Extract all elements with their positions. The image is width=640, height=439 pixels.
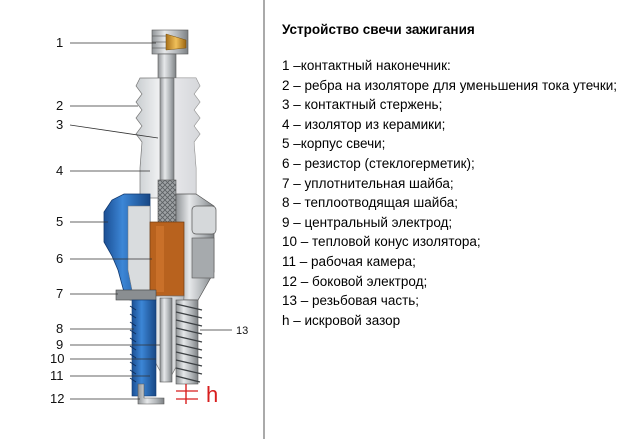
- legend-item: 11 – рабочая камера;: [282, 253, 416, 269]
- legend-item: 5 –корпус свечи;: [282, 136, 386, 152]
- spark-plug-diagram: 1 2 3 4 5 6 7 8 9 10 11 12 13 h: [0, 0, 268, 439]
- callout-4: 4: [56, 163, 64, 178]
- legend-item: 4 – изолятор из керамики;: [282, 116, 446, 132]
- legend-item: 7 – уплотнительная шайба;: [282, 175, 454, 191]
- terminal-tip: [151, 29, 189, 79]
- callout-6: 6: [56, 251, 64, 266]
- threaded-part-left: [129, 299, 157, 397]
- legend-item: 1 –контактный наконечник:: [282, 58, 451, 73]
- legend-item: 12 – боковой электрод;: [282, 273, 428, 289]
- legend-item: 6 – резистор (стеклогерметик);: [282, 155, 475, 171]
- callout-3: 3: [56, 117, 64, 132]
- callout-7: 7: [56, 286, 64, 301]
- rod-knurl: [157, 179, 177, 223]
- legend-title: Устройство свечи зажигания: [282, 22, 475, 37]
- legend-item: 8 – теплоотводящая шайба;: [282, 195, 458, 211]
- legend-item: 10 – тепловой конус изолятора;: [282, 234, 481, 250]
- callout-1: 1: [56, 35, 64, 50]
- spark-plug-illustration: [69, 0, 265, 439]
- legend-item: 9 – центральный электрод;: [282, 214, 453, 230]
- callout-2: 2: [56, 98, 64, 113]
- threaded-part: [175, 299, 203, 385]
- callout-13: 13: [236, 325, 249, 337]
- plug-body: [103, 193, 217, 301]
- legend-item: h – искровой зазор: [282, 312, 401, 328]
- legend-panel: Устройство свечи зажигания 1 –контактный…: [282, 22, 632, 330]
- spark-gap-marker: [176, 384, 198, 404]
- side-electrode: [137, 383, 165, 405]
- callout-12: 12: [50, 391, 65, 406]
- callout-9: 9: [56, 337, 64, 352]
- callout-5: 5: [56, 214, 64, 229]
- center-electrode: [159, 297, 173, 383]
- legend-item: 2 – ребра на изоляторе для уменьшения то…: [282, 77, 618, 93]
- spark-gap-label: h: [206, 382, 219, 407]
- callout-leaders: [69, 42, 232, 400]
- legend-list: 1 –контактный наконечник: 2 – ребра на и…: [282, 56, 632, 330]
- legend-item: 13 – резьбовая часть;: [282, 293, 420, 309]
- callout-10: 10: [50, 351, 65, 366]
- callout-8: 8: [56, 321, 64, 336]
- callout-11: 11: [50, 368, 64, 383]
- legend-item: 3 – контактный стержень;: [282, 97, 443, 113]
- sealing-washer: [115, 289, 157, 301]
- resistor: [149, 221, 185, 297]
